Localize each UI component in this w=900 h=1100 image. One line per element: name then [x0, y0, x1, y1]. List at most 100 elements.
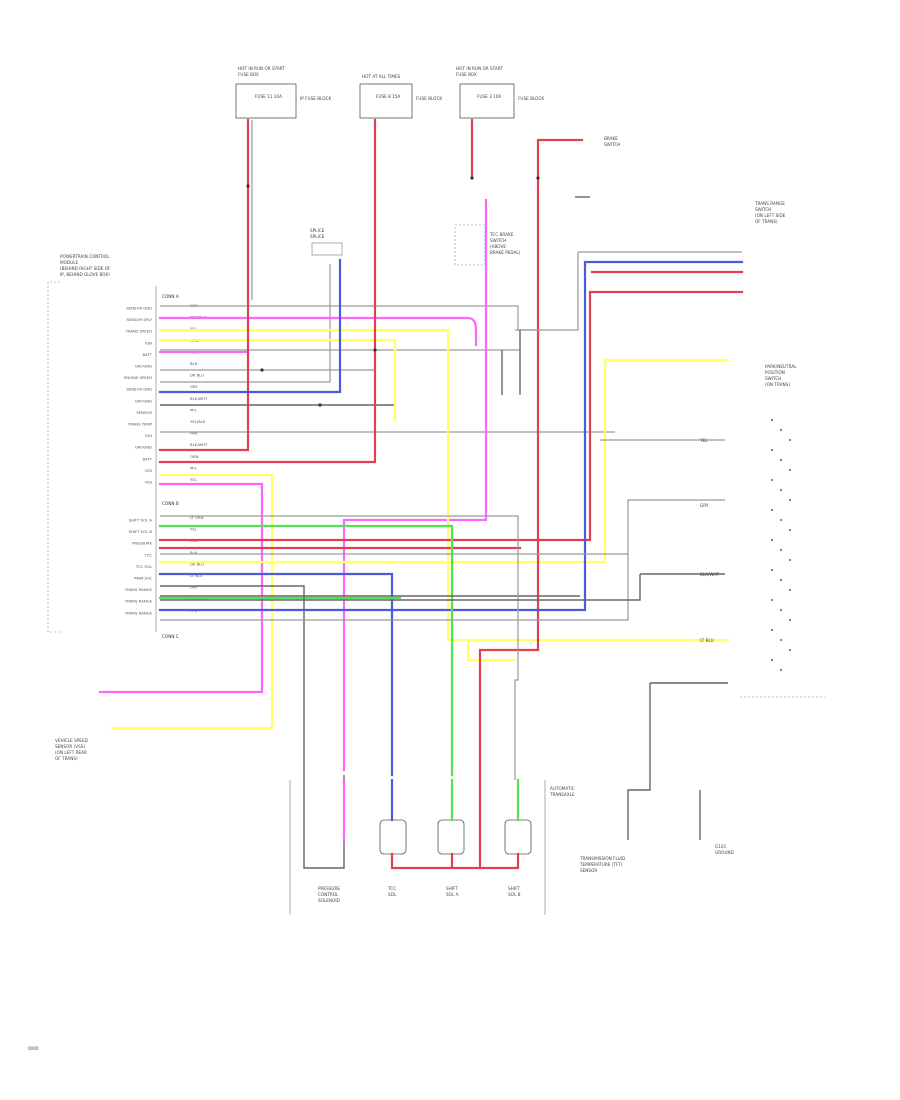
trans-range-label-1: TRANS RANGE: [754, 201, 785, 206]
switch-contact-3: [788, 438, 792, 442]
fuse-2-title: HOT AT ALL TIMES: [362, 74, 401, 79]
pcm-a-wire-code-9: BLK/WHT: [190, 396, 208, 401]
switch-contact-8: [779, 488, 783, 492]
pcm-b-wire-code-2: YEL: [190, 527, 198, 532]
trans-range-label-4: OF TRANS): [755, 219, 778, 224]
pcm-a-pin-9: GROUND: [135, 398, 152, 403]
pcm-a-pin-5: BATT: [143, 352, 153, 357]
vss-label-4: OF TRANS): [55, 756, 78, 761]
ground-g101: G101 GROUND: [715, 844, 734, 855]
switch-contact-20: [779, 608, 783, 612]
tft-sensor: TRANSMISSION FLUID TEMPERATURE (TFT) SEN…: [579, 856, 625, 873]
switch-contact-9: [788, 498, 792, 502]
pcm-b-wire-code-6: LT BLU: [190, 573, 203, 578]
trans-range-switch: TRANS RANGE SWITCH (ON LEFT SIDE OF TRAN…: [754, 201, 786, 224]
pcm-b-wire-code-7: GRY: [190, 585, 198, 590]
vss-label-1: VEHICLE SPEED: [55, 738, 88, 743]
switch-contact-15: [788, 558, 792, 562]
pcm-a-wire-code-6: BLK: [190, 361, 198, 366]
pcm-title-3: (BEHIND RIGHT SIDE OF: [60, 266, 111, 271]
wire-gray-8: [160, 499, 725, 621]
vss-label-2: SENSOR (VSS): [55, 744, 85, 749]
brake-label-2: SWITCH: [604, 142, 620, 147]
pcm-a-wire-code-16: YEL: [190, 477, 198, 482]
switch-contact-2: [779, 428, 783, 432]
right-pin-3: BLK/WHT: [700, 572, 720, 577]
pcm-a-wire-code-15: PPL: [190, 465, 198, 470]
pcm-a-pin-2: SENSOR SPLY: [126, 317, 152, 322]
fuse-3-note: FUSE BLOCK: [518, 96, 544, 101]
switch-contact-25: [770, 658, 774, 662]
pcm-b-pin-5: TCC SOL: [135, 564, 153, 569]
pcs-label-1: PRESSURE: [318, 886, 340, 891]
pcm-a-pin-1: SENSOR GND: [126, 306, 152, 311]
pcm-conn-b: CONN B: [162, 501, 179, 506]
wire-yellow-4: [158, 338, 397, 422]
pcm-conn-a: CONN A: [162, 294, 179, 299]
tcc-solenoid: [379, 819, 407, 855]
pcm-b-pin-8: TRANS RANGE: [124, 599, 153, 604]
tcc-sol-label-2: SOL: [388, 892, 397, 897]
fuse-3-subtitle: FUSE BOX: [456, 72, 477, 77]
wire-red-4: [158, 290, 744, 542]
fuse-2-rating: FUSE 8 15A: [376, 94, 400, 99]
pn-label-4: (ON TRANS): [765, 382, 790, 387]
wire-gray-7: [160, 515, 519, 780]
pcm-a-wire-code-13: BLK/WHT: [190, 442, 208, 447]
pcm-a-wire-code-7: DK BLU: [190, 373, 204, 378]
wire-gray-11: [515, 252, 579, 331]
pcm-b-pin-4: TCC: [144, 552, 153, 557]
pcm-b-wire-code-5: DK BLU: [190, 561, 204, 566]
auto-trans-label-1: AUTOMATIC: [550, 786, 575, 791]
right-pin-texts: YEL GRY BLK/WHT LT BLU: [699, 438, 720, 643]
wire-yellow-1: [158, 328, 467, 642]
splice-label-1: SPLICE: [310, 228, 325, 233]
tcc-brake-switch: TCC BRAKE SWITCH (ABOVE BRAKE PEDAL): [454, 224, 521, 266]
switch-contact-24: [788, 648, 792, 652]
right-pin-4: LT BLU: [700, 638, 714, 643]
auto-trans-label-2: TRANSAXLE: [549, 792, 575, 797]
wire-yellow-3: [158, 358, 730, 564]
switch-contact-1: [770, 418, 774, 422]
pcm-a-wire-code-12: PNK: [190, 431, 198, 436]
junction-dots: [246, 176, 540, 407]
fuse-1-rating: FUSE 11 10A: [255, 94, 282, 99]
wire-pink-2: [98, 482, 264, 694]
fuse-box-1: HOT IN RUN OR START FUSE BOX FUSE 11 10A…: [235, 66, 331, 119]
wire-red-2: [158, 118, 377, 464]
pcm-a-wire-code-3: YEL: [190, 326, 198, 331]
wire-gray-5: [160, 264, 331, 383]
pcm-a-pin-6: GROUND: [135, 364, 152, 369]
pn-label-3: SWITCH: [765, 376, 781, 381]
wire-dark-9: [501, 330, 521, 395]
fuse-1-title: HOT IN RUN OR START: [238, 66, 285, 71]
fuse-box-2: HOT AT ALL TIMES FUSE 8 15A FUSE BLOCK: [359, 74, 442, 119]
transaxle-enclosure: AUTOMATIC TRANSAXLE PRESSURE CONTROL SOL…: [289, 775, 575, 915]
switch-contact-11: [779, 518, 783, 522]
right-pin-1: YEL: [699, 438, 708, 443]
pcm-title-1: POWERTRAIN CONTROL: [60, 254, 110, 259]
splice-labels: SPLICE SPLICE: [310, 228, 343, 256]
wire-blue-1: [158, 258, 342, 394]
pcm-a-pin-4: IGN: [145, 340, 152, 345]
switch-contact-10: [770, 508, 774, 512]
pcm-b-pin-9: TRANS RANGE: [124, 610, 153, 615]
ground-label-1: G101: [715, 844, 727, 849]
ground-label-2: GROUND: [715, 850, 734, 855]
pcm-b-pin-3: PRESSURE: [132, 541, 153, 546]
pcm-b-pin-6: PWM SOL: [134, 576, 153, 581]
wire-red-3: [478, 138, 584, 870]
fuse-1-note: IP FUSE BLOCK: [300, 96, 331, 101]
switch-contact-7: [770, 478, 774, 482]
fuse-3-title: HOT IN RUN OR START: [456, 66, 503, 71]
vss-sensor: VEHICLE SPEED SENSOR (VSS) (ON LEFT REAR…: [55, 738, 88, 761]
sola-label-2: SOL A: [446, 892, 459, 897]
pcm-module: POWERTRAIN CONTROL MODULE (BEHIND RIGHT …: [47, 254, 179, 639]
tft-label-2: TEMPERATURE (TFT): [579, 862, 623, 867]
pcm-a-pin-12: IGN: [145, 433, 152, 438]
pcm-a-wire-code-14: ORN: [190, 454, 199, 459]
pcm-a-pin-14: BATT: [143, 456, 153, 461]
pcm-a-pin-7: ENGINE SPEED: [124, 375, 152, 380]
wire-harness: [98, 118, 744, 870]
fuse-3-rating: FUSE 3 10A: [477, 94, 501, 99]
